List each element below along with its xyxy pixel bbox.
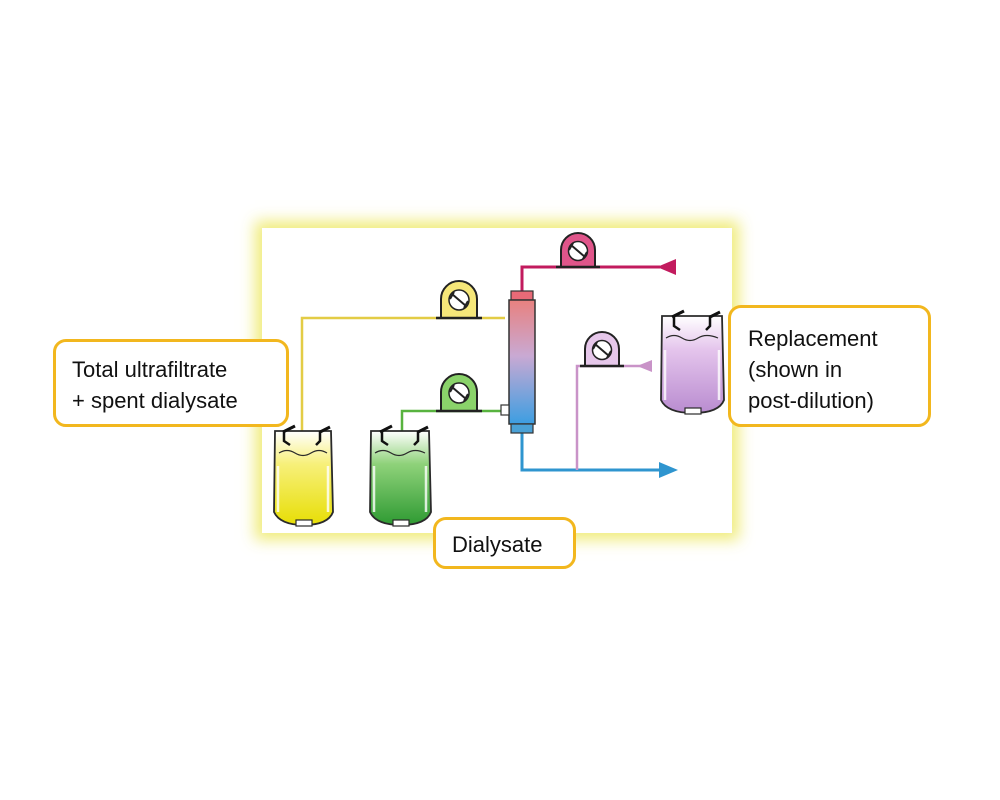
effluent-callout-line2: + spent dialysate [72, 388, 238, 413]
blood-inlet-line [520, 265, 660, 292]
hemofilter-icon [500, 290, 536, 434]
dialysate-callout-text: Dialysate [452, 532, 543, 557]
effluent-bag-icon [273, 424, 334, 527]
replacement-callout-line2: (shown in [748, 357, 843, 382]
blood-pump-icon [556, 232, 600, 269]
effluent-callout: Total ultrafiltrate + spent dialysate [53, 339, 289, 427]
blood-inlet-arrow-icon [657, 259, 676, 275]
dialysate-bag-icon [369, 424, 432, 527]
replacement-pump-icon [580, 331, 624, 368]
blood-return-arrow-icon [659, 462, 678, 478]
replacement-callout-line1: Replacement [748, 326, 878, 351]
replacement-callout: Replacement (shown in post-dilution) [728, 305, 931, 427]
dialysate-callout: Dialysate [433, 517, 576, 569]
dialysate-pump-icon [436, 373, 482, 413]
replacement-bag-icon [660, 309, 725, 415]
replacement-callout-line3: post-dilution) [748, 388, 874, 413]
blood-return-line [520, 432, 660, 472]
effluent-pump-icon [436, 280, 482, 320]
replacement-line [575, 364, 642, 470]
replacement-arrow-icon [637, 360, 652, 372]
diagram-panel [262, 228, 732, 533]
effluent-callout-line1: Total ultrafiltrate [72, 357, 228, 382]
effluent-line [300, 316, 505, 440]
